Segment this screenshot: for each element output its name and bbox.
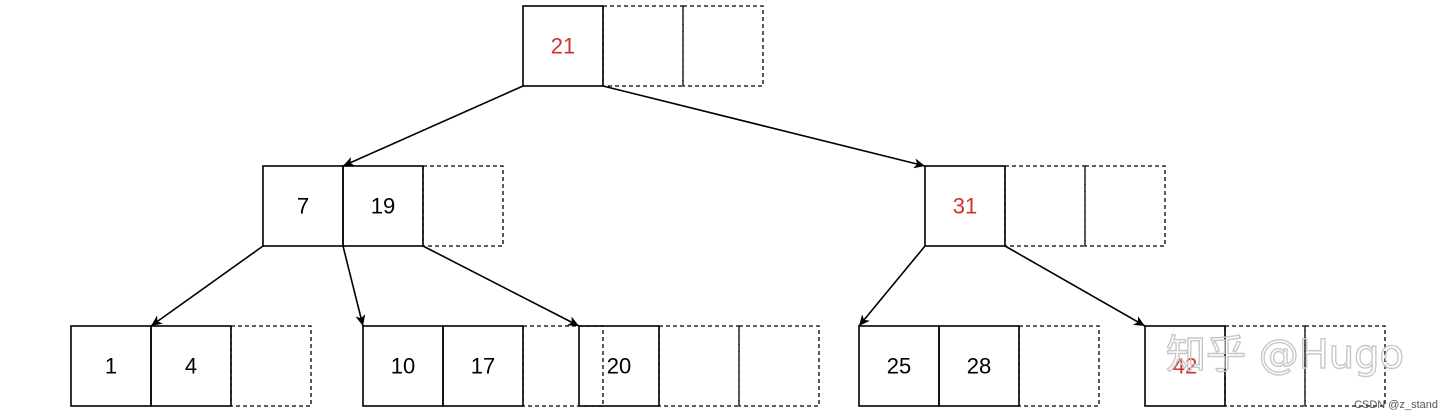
csdn-credit: CSDN @z_stand (1354, 399, 1438, 411)
node-leaf1-empty-slot (230, 325, 312, 407)
node-leaf3-key-cell (578, 325, 660, 407)
edge-root-to-right (602, 85, 926, 169)
node-root: 21 (522, 5, 764, 87)
node-key-1: 1 (105, 354, 117, 379)
node-leaf3: 20 (578, 325, 820, 407)
edge-left-to-leaf2 (342, 245, 366, 327)
node-key-20: 20 (607, 354, 631, 379)
node-key-7: 7 (297, 194, 309, 219)
edge-right-to-leaf4 (858, 245, 926, 327)
edges (150, 85, 1146, 327)
node-leaf4-key-cell (938, 325, 1020, 407)
node-root-empty-slot (682, 5, 764, 87)
node-key-19: 19 (371, 194, 395, 219)
edge-right-to-leaf5 (1004, 245, 1146, 327)
node-key-4: 4 (185, 354, 197, 379)
node-leaf4: 25 28 (858, 325, 1100, 407)
node-leaf5-key-cell (1144, 325, 1226, 407)
edge-root-to-left (342, 85, 524, 167)
node-right: 31 (924, 165, 1166, 247)
node-leaf4-empty-slot (1018, 325, 1100, 407)
node-key-28: 28 (967, 354, 991, 379)
edge-left-to-leaf3 (422, 245, 580, 327)
node-right-empty-slot (1084, 165, 1166, 247)
node-left: 7 19 (262, 165, 504, 247)
node-right-empty-slot (1004, 165, 1086, 247)
node-leaf5-empty-slot (1304, 325, 1386, 407)
zhihu-watermark: 知乎 @Hugo (1166, 332, 1404, 378)
node-key-10: 10 (391, 354, 415, 379)
node-root-empty-slot (602, 5, 684, 87)
node-key-25: 25 (887, 354, 911, 379)
node-key-31: 31 (953, 194, 977, 219)
node-key-17: 17 (471, 354, 495, 379)
node-leaf3-empty-slot (738, 325, 820, 407)
node-root-key-cell (522, 5, 604, 87)
node-left-key-cell (342, 165, 424, 247)
node-key-21: 21 (551, 34, 575, 59)
node-leaf1-key-cell (150, 325, 232, 407)
node-key-42: 42 (1173, 354, 1197, 379)
node-leaf3-empty-slot (658, 325, 740, 407)
node-leaf2-key-cell (442, 325, 524, 407)
node-leaf2: 10 17 (362, 325, 604, 407)
node-right-key-cell (924, 165, 1006, 247)
node-leaf5: 42 (1144, 325, 1386, 407)
node-leaf2-empty-slot (522, 325, 604, 407)
node-left-empty-slot (422, 165, 504, 247)
edge-left-to-leaf1 (150, 245, 264, 327)
